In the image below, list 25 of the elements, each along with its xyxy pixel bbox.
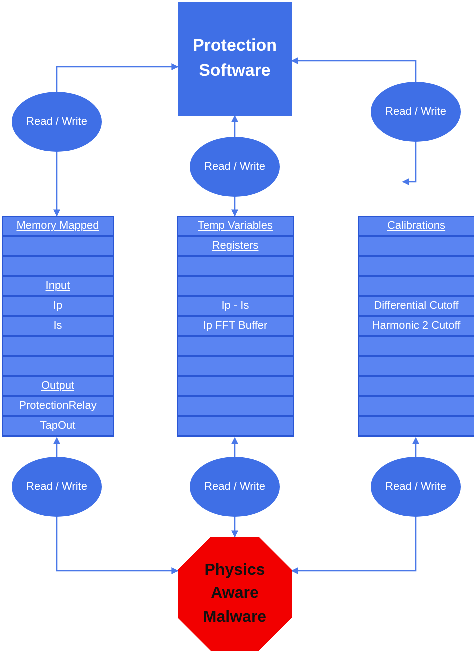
node-label: Read / Write	[26, 116, 88, 128]
arrow	[291, 58, 417, 82]
arrow	[291, 517, 417, 574]
arrow	[54, 437, 60, 457]
arrow	[56, 517, 179, 574]
arrow	[412, 437, 420, 457]
memory-table	[177, 216, 294, 437]
arrow	[232, 197, 238, 217]
node-label: Read / Write	[204, 481, 266, 493]
stop-octagon	[178, 537, 292, 651]
node-label: Read / Write	[204, 161, 266, 173]
arrow	[402, 142, 417, 186]
arrow	[232, 517, 238, 538]
node-label: Read / Write	[26, 481, 88, 493]
memory-table	[358, 216, 474, 437]
node-label: Read / Write	[386, 481, 446, 493]
node-label: Physics Aware Malware	[202, 561, 268, 628]
arrow	[232, 437, 238, 457]
node-label: Read / Write	[386, 106, 446, 118]
arrow	[232, 115, 238, 137]
process-box	[178, 2, 292, 116]
arrow	[56, 64, 179, 92]
memory-table	[2, 216, 114, 437]
arrow	[54, 152, 60, 217]
node-label: Protection Software	[192, 35, 278, 82]
